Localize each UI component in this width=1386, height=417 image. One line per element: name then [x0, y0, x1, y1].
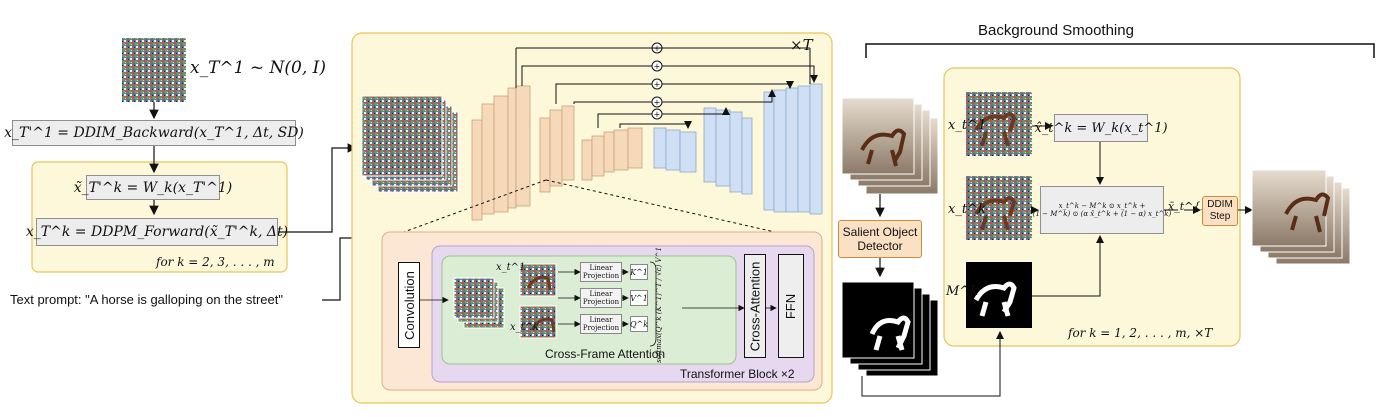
input-video-stack — [841, 97, 939, 195]
smoothing-brace — [865, 43, 1375, 58]
salient-detector-box: Salient Object Detector — [838, 220, 922, 258]
plus-symbol-2: + — [654, 80, 661, 89]
right-loop-label: for k = 1, 2, . . . , m, ×T — [1068, 326, 1213, 340]
text-prompt: Text prompt: "A horse is galloping on th… — [10, 292, 283, 307]
left-loop-label: for k = 2, 3, . . . , m — [156, 255, 275, 269]
plus-symbol-3: + — [654, 98, 661, 107]
smoothing-warp-box: x̂_t^k = W_k(x_t^1) — [1034, 114, 1168, 142]
ddpm-forward-box: x_T^k = DDPM_Forward(x̃_T'^k, Δt) — [26, 218, 288, 246]
cross-frame-frames — [453, 263, 557, 339]
k-box: K^1 — [630, 264, 648, 280]
smoothing-title: Background Smoothing — [978, 22, 1134, 39]
unet-encoder — [471, 85, 643, 221]
q-box: Q^k — [630, 316, 648, 332]
cross-frame-label: Cross-Frame Attention — [545, 347, 666, 361]
blend-line-1: x_t^k − M^k ⊙ x_t^k + — [1058, 202, 1146, 210]
noise-label: x_T^1 ~ N(0, I) — [190, 58, 327, 78]
blend-box: x_t^k − M^k ⊙ x_t^k + (1 − M^k) ⊙ (α x̂_… — [1033, 186, 1171, 234]
ddim-backward-box: x_T'^1 = DDIM_Backward(x_T^1, Δt, SD) — [4, 120, 304, 146]
linear-projection-2: Linear Projection — [580, 288, 622, 308]
linear-projection-1: Linear Projection — [580, 262, 622, 282]
unet-decoder — [653, 83, 823, 215]
warp-box: x̃_T'^k = W_k(x_T'^1) — [74, 175, 232, 200]
smoothing-mask-image — [966, 262, 1032, 328]
transformer-block-label: Transformer Block ×2 — [680, 367, 795, 381]
ddim-step-box: DDIM Step — [1202, 196, 1238, 226]
noisy-frame-stack — [361, 95, 459, 193]
blend-line-2: (1 − M^k) ⊙ (α x̂_t^k + (1 − α) x_t^k) — [1032, 210, 1172, 218]
plus-symbol-4: + — [654, 110, 661, 119]
smoothing-x1-image — [966, 92, 1032, 156]
unet-repeat-label: ×T — [790, 36, 813, 54]
mask-stack — [841, 281, 939, 377]
smoothing-xk-image — [966, 176, 1032, 240]
plus-symbol-0: + — [654, 44, 661, 53]
plus-symbol-1: + — [654, 62, 661, 71]
skip-plus-nodes — [651, 42, 663, 120]
smoothing-x1-label: x_t^1 — [948, 118, 987, 133]
v-box: V^1 — [630, 290, 648, 306]
cross-frame-region — [441, 255, 737, 365]
cross-attention-box: Cross-Attention — [744, 254, 766, 358]
cf-xk-label: x_t^k — [510, 322, 540, 333]
softmax-formula: softmax(Q^k (K^1)^T / √c) V^1 — [655, 247, 663, 363]
linear-projection-3: Linear Projection — [580, 314, 622, 334]
noise-image — [122, 38, 186, 102]
output-video-stack — [1251, 169, 1351, 265]
cf-x1-label: x_t^1 — [496, 262, 526, 273]
smoothing-mask-label: M^k — [946, 284, 979, 299]
ffn-box: FFN — [778, 254, 804, 358]
convolution-box: Convolution — [398, 262, 420, 348]
smoothing-xk-label: x_t^k — [948, 202, 986, 217]
